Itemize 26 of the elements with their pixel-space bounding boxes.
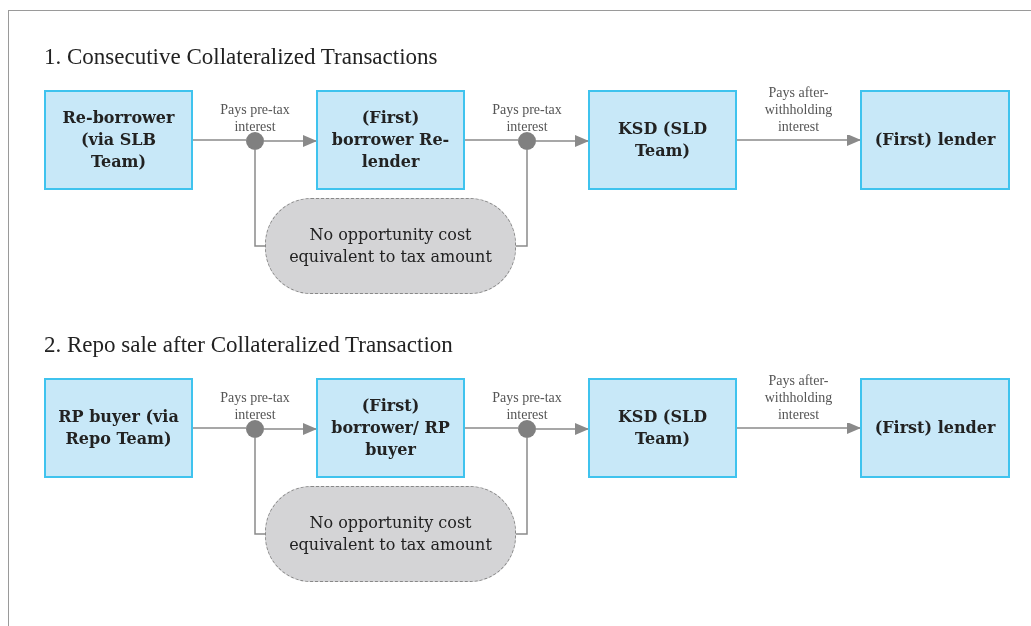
node-text: (First) lender: [874, 129, 996, 151]
connector-arrow: [736, 134, 861, 146]
connector-arrow: [263, 423, 317, 435]
node-text: No opportunity cost equivalent to tax amount: [288, 512, 493, 556]
party-box: [316, 90, 465, 190]
node-text: Re-borrower (via SLB Team): [61, 107, 176, 173]
node-text: (First) lender: [874, 417, 996, 439]
party-box: [316, 378, 465, 478]
connector-arrow: [535, 135, 589, 147]
party-box: [44, 378, 193, 478]
node-text: RP buyer (via Repo Team): [57, 406, 180, 450]
node-text: (First) borrower/ RP buyer: [330, 395, 451, 461]
party-box: [860, 378, 1010, 478]
section-title: 2. Repo sale after Collateralized Transaction: [44, 331, 453, 359]
node-text: (First) borrower Re-lender: [330, 107, 451, 173]
party-box: [588, 378, 737, 478]
connector-arrow: [263, 135, 317, 147]
party-box: [44, 90, 193, 190]
connector-arrow: [736, 422, 861, 434]
connector-arrow: [535, 423, 589, 435]
node-text: No opportunity cost equivalent to tax amount: [288, 224, 493, 268]
section-title: 1. Consecutive Collateralized Transactions: [44, 43, 438, 71]
party-box: [860, 90, 1010, 190]
party-box: [588, 90, 737, 190]
node-text: KSD (SLD Team): [616, 118, 709, 162]
node-text: KSD (SLD Team): [616, 406, 709, 450]
